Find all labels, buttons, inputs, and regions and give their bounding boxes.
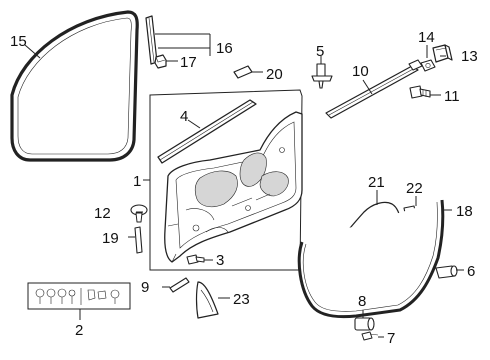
- part-9-pin: [169, 277, 190, 293]
- part-13-cap: [432, 44, 453, 63]
- callout-5: 5: [316, 43, 324, 60]
- callout-10: 10: [352, 63, 369, 80]
- part-14-nut: [420, 59, 436, 72]
- callout-20: 20: [266, 66, 283, 83]
- part-17-clip: [154, 54, 167, 69]
- part-12-push-pin: [130, 204, 148, 223]
- callout-6: 6: [467, 263, 475, 280]
- callout-8: 8: [358, 293, 366, 310]
- callout-22: 22: [406, 180, 423, 197]
- callout-21: 21: [368, 174, 385, 191]
- callout-9: 9: [141, 279, 149, 296]
- leader-lines: [24, 33, 464, 338]
- part-23-corner-trim: [195, 281, 219, 319]
- callout-19: 19: [102, 230, 119, 247]
- part-8-sleeve: [354, 317, 375, 331]
- part-7-screw: [361, 331, 379, 341]
- callout-3: 3: [216, 252, 224, 269]
- part-4-upper-trim: [157, 99, 257, 164]
- callout-1: 1: [133, 173, 141, 190]
- callout-23: 23: [233, 291, 250, 308]
- part-2-fastener-kit: [27, 282, 131, 310]
- part-20-plug: [233, 65, 253, 79]
- part-18-lower-seal: [297, 199, 445, 319]
- part-1-door-assembly: [149, 89, 303, 271]
- callout-4: 4: [180, 108, 188, 125]
- callout-17: 17: [180, 54, 197, 71]
- callout-2: 2: [75, 322, 83, 339]
- part-3-screw: [186, 254, 205, 265]
- callout-14: 14: [418, 29, 435, 46]
- callout-7: 7: [387, 330, 395, 347]
- part-10-belt-weatherstrip: [325, 59, 423, 119]
- callout-18: 18: [456, 203, 473, 220]
- callout-labels: 15 16 17 20 5 10 14 13 11 4 1 12 19 3 9 …: [10, 29, 478, 347]
- callout-11: 11: [444, 88, 460, 105]
- callout-13: 13: [461, 48, 478, 65]
- part-11-bolt: [409, 85, 431, 99]
- part-19-strip: [134, 226, 143, 254]
- part-15-door-opening-seal: [10, 10, 139, 162]
- callout-16: 16: [216, 40, 233, 57]
- part-6-plug: [435, 265, 458, 279]
- callout-15: 15: [10, 33, 27, 50]
- part-16-molding-strip: [145, 15, 158, 65]
- callout-12: 12: [94, 205, 111, 222]
- part-5-pin: [311, 63, 333, 89]
